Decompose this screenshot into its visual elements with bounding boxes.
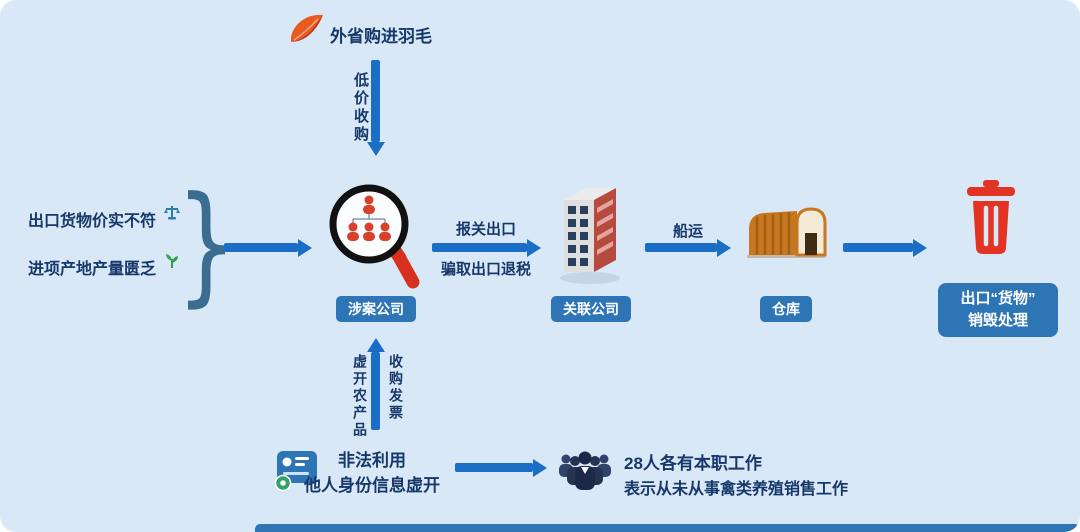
finding-origin-shortage: 进项产地产量匮乏 xyxy=(28,261,157,278)
identity-line1: 非法利用 xyxy=(338,451,406,470)
company-label: 涉案公司 xyxy=(336,296,416,322)
destroy-label-box: 出口“货物” 销毁处理 xyxy=(938,283,1058,337)
arrow-identity-to-workers xyxy=(455,458,547,477)
feather-icon xyxy=(290,14,323,42)
trash-icon xyxy=(967,180,1015,254)
flow1-label-below: 骗取出口退税 xyxy=(440,261,531,278)
id-card-icon xyxy=(274,451,317,491)
warehouse-label: 仓库 xyxy=(760,296,812,322)
flow1-label-above: 报关出口 xyxy=(455,221,516,238)
workers-line2: 表示从未从事禽类养殖销售工作 xyxy=(624,481,849,498)
arrow-affiliate-to-warehouse xyxy=(645,238,731,257)
arrow-findings-to-company xyxy=(224,238,312,257)
destroy-line1: 出口“货物” xyxy=(960,290,1036,307)
sprout-icon xyxy=(166,254,178,268)
arrow-invoice-to-company xyxy=(366,338,385,430)
workers-line1: 28人各有本职工作 xyxy=(624,454,762,473)
building-icon xyxy=(560,188,620,284)
arrow-feather-to-company xyxy=(366,60,385,156)
warehouse-icon xyxy=(747,207,827,258)
identity-line2: 他人身份信息虚开 xyxy=(304,476,440,495)
magnifier-company-icon xyxy=(329,184,420,289)
feather-label: 外省购进羽毛 xyxy=(330,27,432,46)
bottom-bar xyxy=(255,524,1080,532)
identity-text-block: 非法利用 他人身份信息虚开 xyxy=(290,448,454,498)
people-group-icon xyxy=(559,451,611,490)
finding-price-mismatch: 出口货物价实不符 xyxy=(28,213,157,230)
low-price-arrow-label: 低价收购 xyxy=(352,72,369,144)
destroy-line2: 销毁处理 xyxy=(967,312,1028,329)
flow2-label-above: 船运 xyxy=(672,223,703,240)
balance-icon xyxy=(164,206,180,220)
arrow-warehouse-to-destroy xyxy=(843,238,927,257)
invoice-label-left: 虚开农产品 xyxy=(352,354,368,439)
invoice-label-right: 收购发票 xyxy=(388,354,404,422)
affiliate-label: 关联公司 xyxy=(551,296,631,322)
arrow-company-to-affiliate xyxy=(432,238,541,257)
